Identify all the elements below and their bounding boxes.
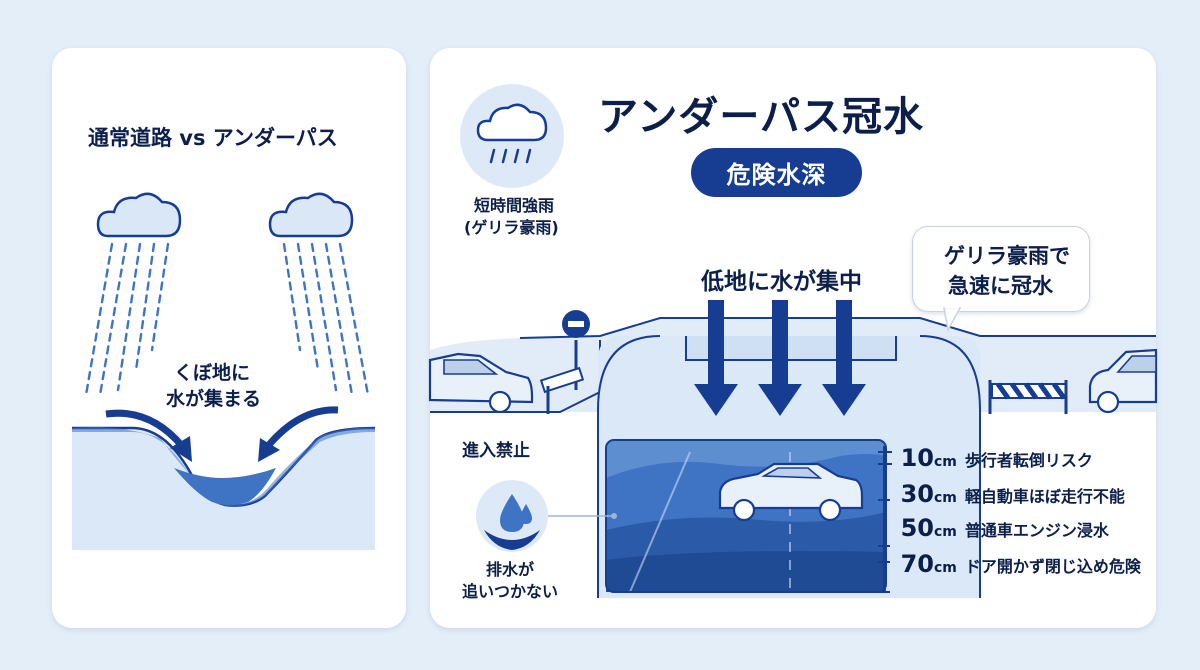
rain-label-line1: 短時間強雨 [474, 196, 555, 215]
depth-value: 30 [900, 480, 934, 508]
depth-value: 10 [900, 444, 934, 472]
danger-depth-badge: 危険水深 [691, 148, 862, 197]
depth-unit: cm [934, 454, 957, 470]
arrow-down-icon [758, 300, 802, 416]
depth-row: 50 cm 普通車エンジン浸水 [898, 514, 1109, 542]
car-icon [1088, 348, 1158, 414]
cloud-icon [96, 192, 182, 238]
drain-label-line1: 排水が [486, 560, 535, 579]
main-title: アンダーパス冠水 [598, 94, 924, 140]
depth-risk: 普通車エンジン浸水 [964, 521, 1109, 540]
collect-label-line1: くぼ地に [174, 362, 251, 384]
rain-streaks [84, 242, 370, 397]
depth-unit: cm [934, 524, 957, 540]
arrow-down-icon [822, 300, 866, 416]
car-icon [718, 462, 864, 522]
depth-unit: cm [934, 490, 957, 506]
cloud-icon [268, 192, 354, 238]
depth-risk: 歩行者転倒リスク [964, 451, 1093, 470]
bubble-line1: ゲリラ豪雨で [944, 244, 1070, 268]
depth-risk: ドア開かず閉じ込め危険 [964, 557, 1141, 576]
collect-label-line2: 水が集まる [166, 388, 262, 410]
depth-value: 70 [900, 550, 934, 578]
cloud-rain-icon [460, 84, 564, 188]
barrier-icon [988, 380, 1068, 414]
depth-value: 50 [900, 514, 934, 542]
depth-row: 70 cm ドア開かず閉じ込め危険 [898, 550, 1141, 578]
depth-risk: 軽自動車ほぼ走行不能 [964, 487, 1125, 506]
speech-bubble [912, 226, 1090, 312]
depth-row: 30 cm 軽自動車ほぼ走行不能 [898, 480, 1125, 508]
barrier-icon [539, 340, 585, 414]
car-icon [428, 352, 534, 414]
arrow-icon [105, 409, 192, 462]
no-entry-sign-icon [562, 310, 590, 338]
depth-scale [878, 446, 892, 593]
drain-label-line2: 追いつかない [462, 582, 559, 601]
arrow-icon [258, 406, 339, 462]
arrow-down-icon [694, 300, 738, 416]
left-panel-title: 通常道路 vs アンダーパス [88, 126, 338, 150]
rain-label-line2: (ゲリラ豪雨) [464, 218, 559, 237]
water-drop-icon [476, 480, 548, 552]
depth-row: 10 cm 歩行者転倒リスク [898, 444, 1093, 472]
no-entry-label: 進入禁止 [462, 441, 530, 461]
concentrate-label: 低地に水が集中 [701, 269, 862, 295]
depth-unit: cm [934, 560, 957, 576]
bubble-line2: 急速に冠水 [948, 274, 1053, 298]
